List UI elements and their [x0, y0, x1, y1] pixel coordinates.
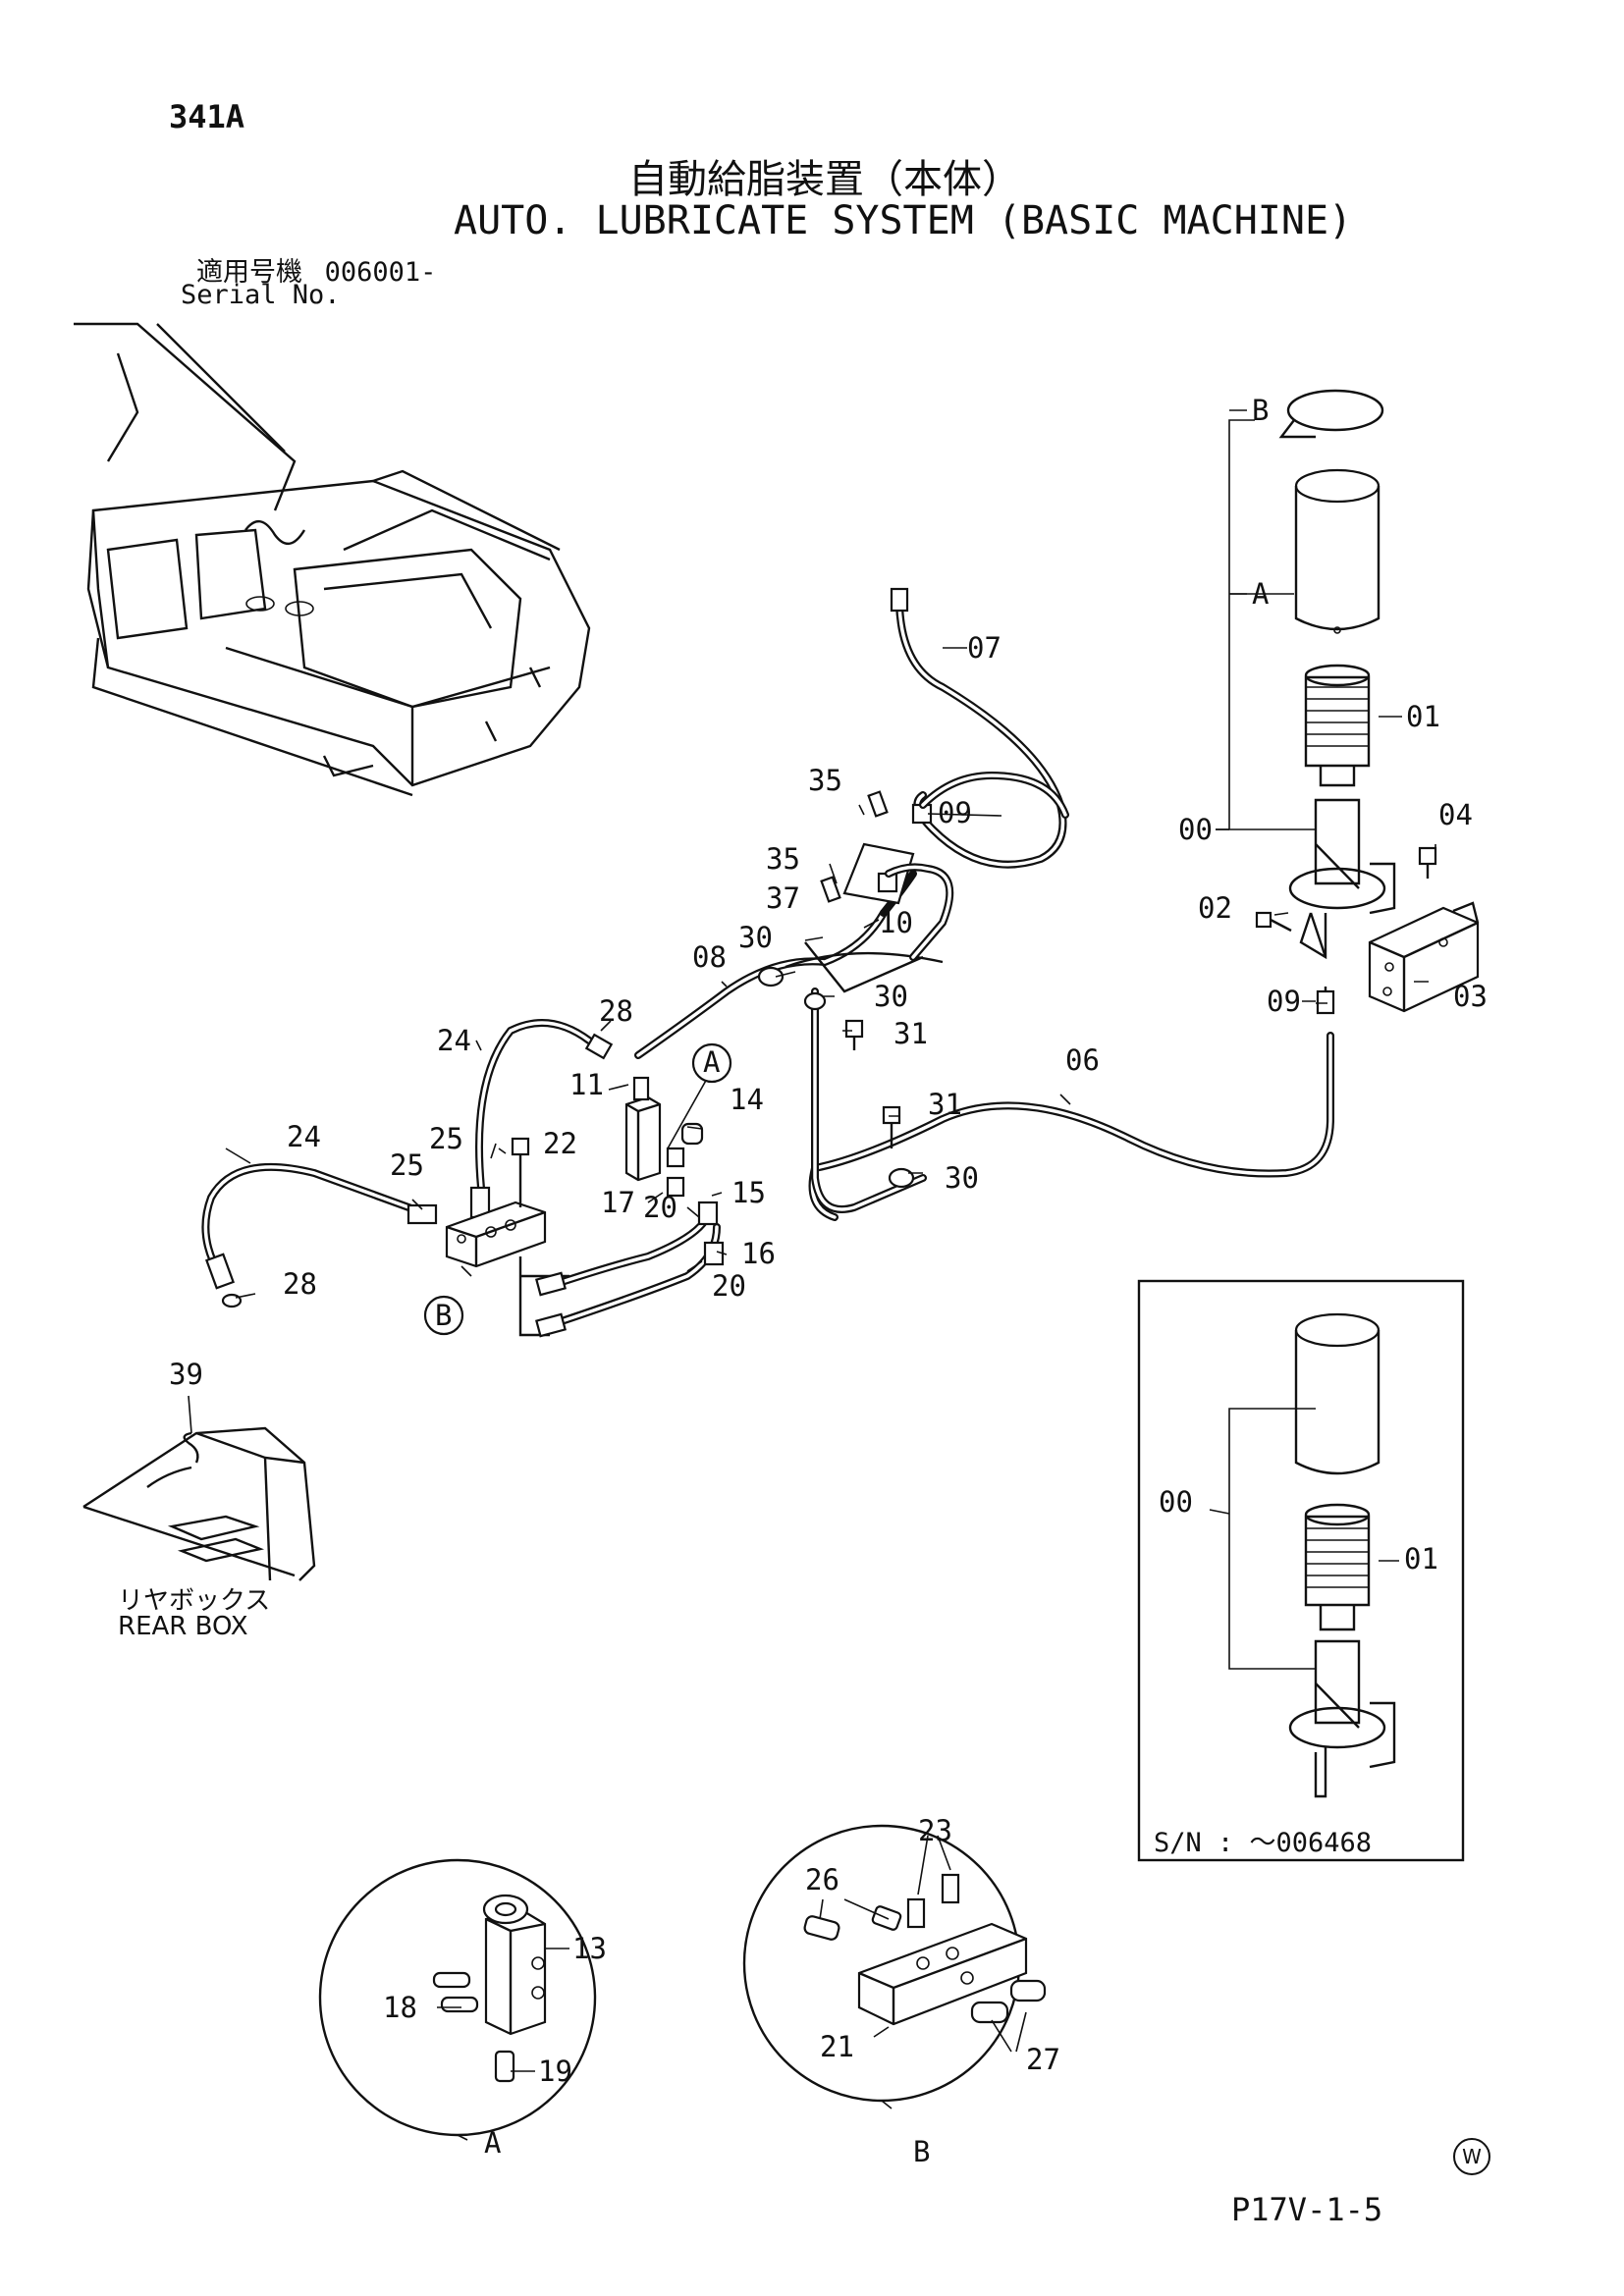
hose-24-lower: [201, 1162, 438, 1308]
hose-24-upper: [469, 1019, 614, 1244]
callout-22: 22: [543, 1127, 577, 1160]
distributor-block-b: [445, 1137, 569, 1337]
page-code: 341A: [169, 98, 245, 135]
callout-31-upper: 31: [893, 1017, 928, 1050]
grease-pump-assembly: [1255, 389, 1480, 1015]
callout-30-upper: 30: [738, 921, 773, 954]
callout-07: 07: [967, 631, 1001, 665]
detail-b-block: [803, 1873, 1047, 2026]
callout-35-lower: 35: [766, 842, 800, 876]
excavator-illustration: [74, 322, 591, 797]
inset-pump: [1288, 1312, 1396, 1798]
callout-a-top: A: [1252, 577, 1269, 611]
callout-11: 11: [569, 1068, 604, 1101]
callout-b-top: B: [1252, 394, 1269, 427]
callout-35-upper: 35: [808, 764, 842, 797]
callout-06: 06: [1065, 1043, 1100, 1077]
callout-31-lower: 31: [928, 1088, 962, 1121]
callout-15: 15: [731, 1176, 766, 1209]
callout-14: 14: [730, 1083, 764, 1116]
callout-37: 37: [766, 881, 800, 915]
callout-24-lower: 24: [287, 1120, 321, 1153]
callout-09-lower: 09: [1267, 985, 1301, 1018]
callout-a-marker: A: [703, 1045, 720, 1079]
callout-10: 10: [879, 906, 913, 939]
callout-24-upper: 24: [437, 1024, 471, 1057]
hose-30-loop: [811, 988, 927, 1213]
callout-09-upper: 09: [938, 796, 972, 829]
serial-label-jp: 適用号機 006001-: [196, 250, 436, 289]
w-mark-icon: W: [1453, 2138, 1490, 2175]
view-b-marker: [423, 1295, 464, 1336]
callout-16: 16: [741, 1237, 776, 1270]
callout-17: 17: [601, 1186, 635, 1219]
callout-25-lower: 25: [390, 1148, 424, 1182]
callout-25-upper: 25: [429, 1122, 463, 1155]
callout-28-lower: 28: [283, 1267, 317, 1301]
serial-label-en: Serial No.: [181, 280, 341, 310]
inset-callout-01: 01: [1404, 1542, 1438, 1575]
detail-a-callout-13: 13: [572, 1932, 607, 1965]
callout-39: 39: [169, 1358, 203, 1391]
detail-a-callout-18: 18: [383, 1991, 417, 2024]
serial-value: 006001-: [324, 257, 437, 288]
callout-20-upper: 20: [643, 1191, 677, 1224]
rear-box-illustration: [82, 1426, 316, 1581]
serial-label-jp-text: 適用号機: [196, 257, 302, 288]
detail-b-callout-21: 21: [820, 2030, 854, 2063]
detail-b-callout-27: 27: [1026, 2043, 1060, 2076]
rear-box-label-en: REAR BOX: [118, 1612, 248, 1641]
page-reference: P17V-1-5: [1231, 2191, 1383, 2228]
title-english: AUTO. LUBRICATE SYSTEM (BASIC MACHINE): [454, 198, 1353, 243]
inset-serial-text: S/N : ～006468: [1154, 1828, 1373, 1858]
callout-30-lower: 30: [945, 1161, 979, 1195]
detail-a-label: A: [484, 2126, 501, 2160]
leader-lines: [188, 409, 1436, 2141]
title-japanese: 自動給脂装置（本体）: [628, 157, 1021, 202]
callout-01: 01: [1406, 700, 1440, 733]
detail-b-label: B: [913, 2135, 930, 2168]
detail-b-callout-26: 26: [805, 1863, 839, 1896]
callout-02: 02: [1198, 891, 1232, 925]
clamps-and-bolts: [757, 966, 915, 1189]
callout-b-marker: B: [435, 1299, 452, 1332]
callout-20-lower: 20: [712, 1269, 746, 1303]
callout-08: 08: [692, 940, 727, 974]
fittings-top-cluster: [820, 771, 1069, 961]
hoses-16-20: [535, 1201, 725, 1338]
view-a-marker: [691, 1042, 732, 1084]
detail-b-callout-23: 23: [918, 1814, 952, 1847]
distributor-block-a: [624, 1076, 704, 1198]
callout-30-mid: 30: [874, 980, 908, 1013]
detail-a-block: [432, 1894, 547, 2083]
detail-a-callout-19: 19: [538, 2055, 572, 2088]
inset-callout-00: 00: [1159, 1485, 1193, 1519]
callout-04: 04: [1438, 798, 1473, 831]
callout-03: 03: [1453, 980, 1488, 1013]
inset-bracket-line: [1228, 1408, 1316, 1670]
hose-07: [890, 587, 1067, 869]
inset-frame: [1137, 1279, 1465, 1862]
rear-box-label-jp: リヤボックス: [118, 1586, 271, 1616]
callout-00: 00: [1178, 813, 1213, 846]
callout-28-upper: 28: [599, 994, 633, 1028]
